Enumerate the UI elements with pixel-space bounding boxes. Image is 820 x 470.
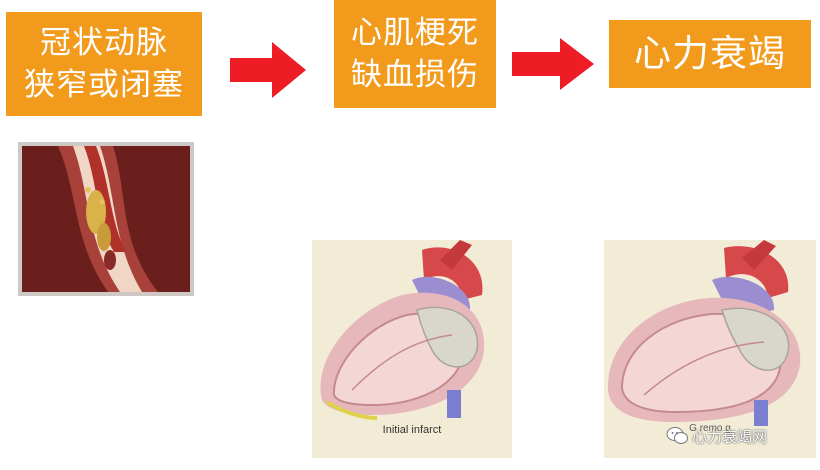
stage-2-line-1: 心肌梗死	[351, 15, 479, 51]
stage-1-line-1: 冠状动脉	[40, 25, 168, 61]
stage-3-line-1: 心力衰竭	[634, 32, 786, 75]
stage-box-heart-failure: 心力衰竭	[609, 20, 811, 88]
heart-caption-initial: Initial infarct	[382, 424, 442, 436]
stage-box-infarction: 心肌梗死 缺血损伤	[334, 0, 496, 108]
watermark: 心力衰竭网	[666, 424, 816, 448]
heart-caption-remodeling: G remo g	[689, 423, 731, 434]
stage-box-stenosis: 冠状动脉 狭窄或闭塞	[6, 12, 202, 116]
stage-1-line-2: 狭窄或闭塞	[24, 67, 184, 103]
heart-remodeling-image: G remo g	[604, 240, 816, 458]
artery-stenosis-image	[18, 142, 194, 296]
wechat-icon	[666, 427, 688, 444]
stage-2-line-2: 缺血损伤	[351, 57, 479, 93]
right-arrow-icon	[512, 38, 594, 90]
heart-initial-infarct-image: Initial infarct	[312, 240, 512, 458]
watermark-text: 心力衰竭网	[692, 427, 768, 446]
right-arrow-icon	[230, 42, 306, 98]
